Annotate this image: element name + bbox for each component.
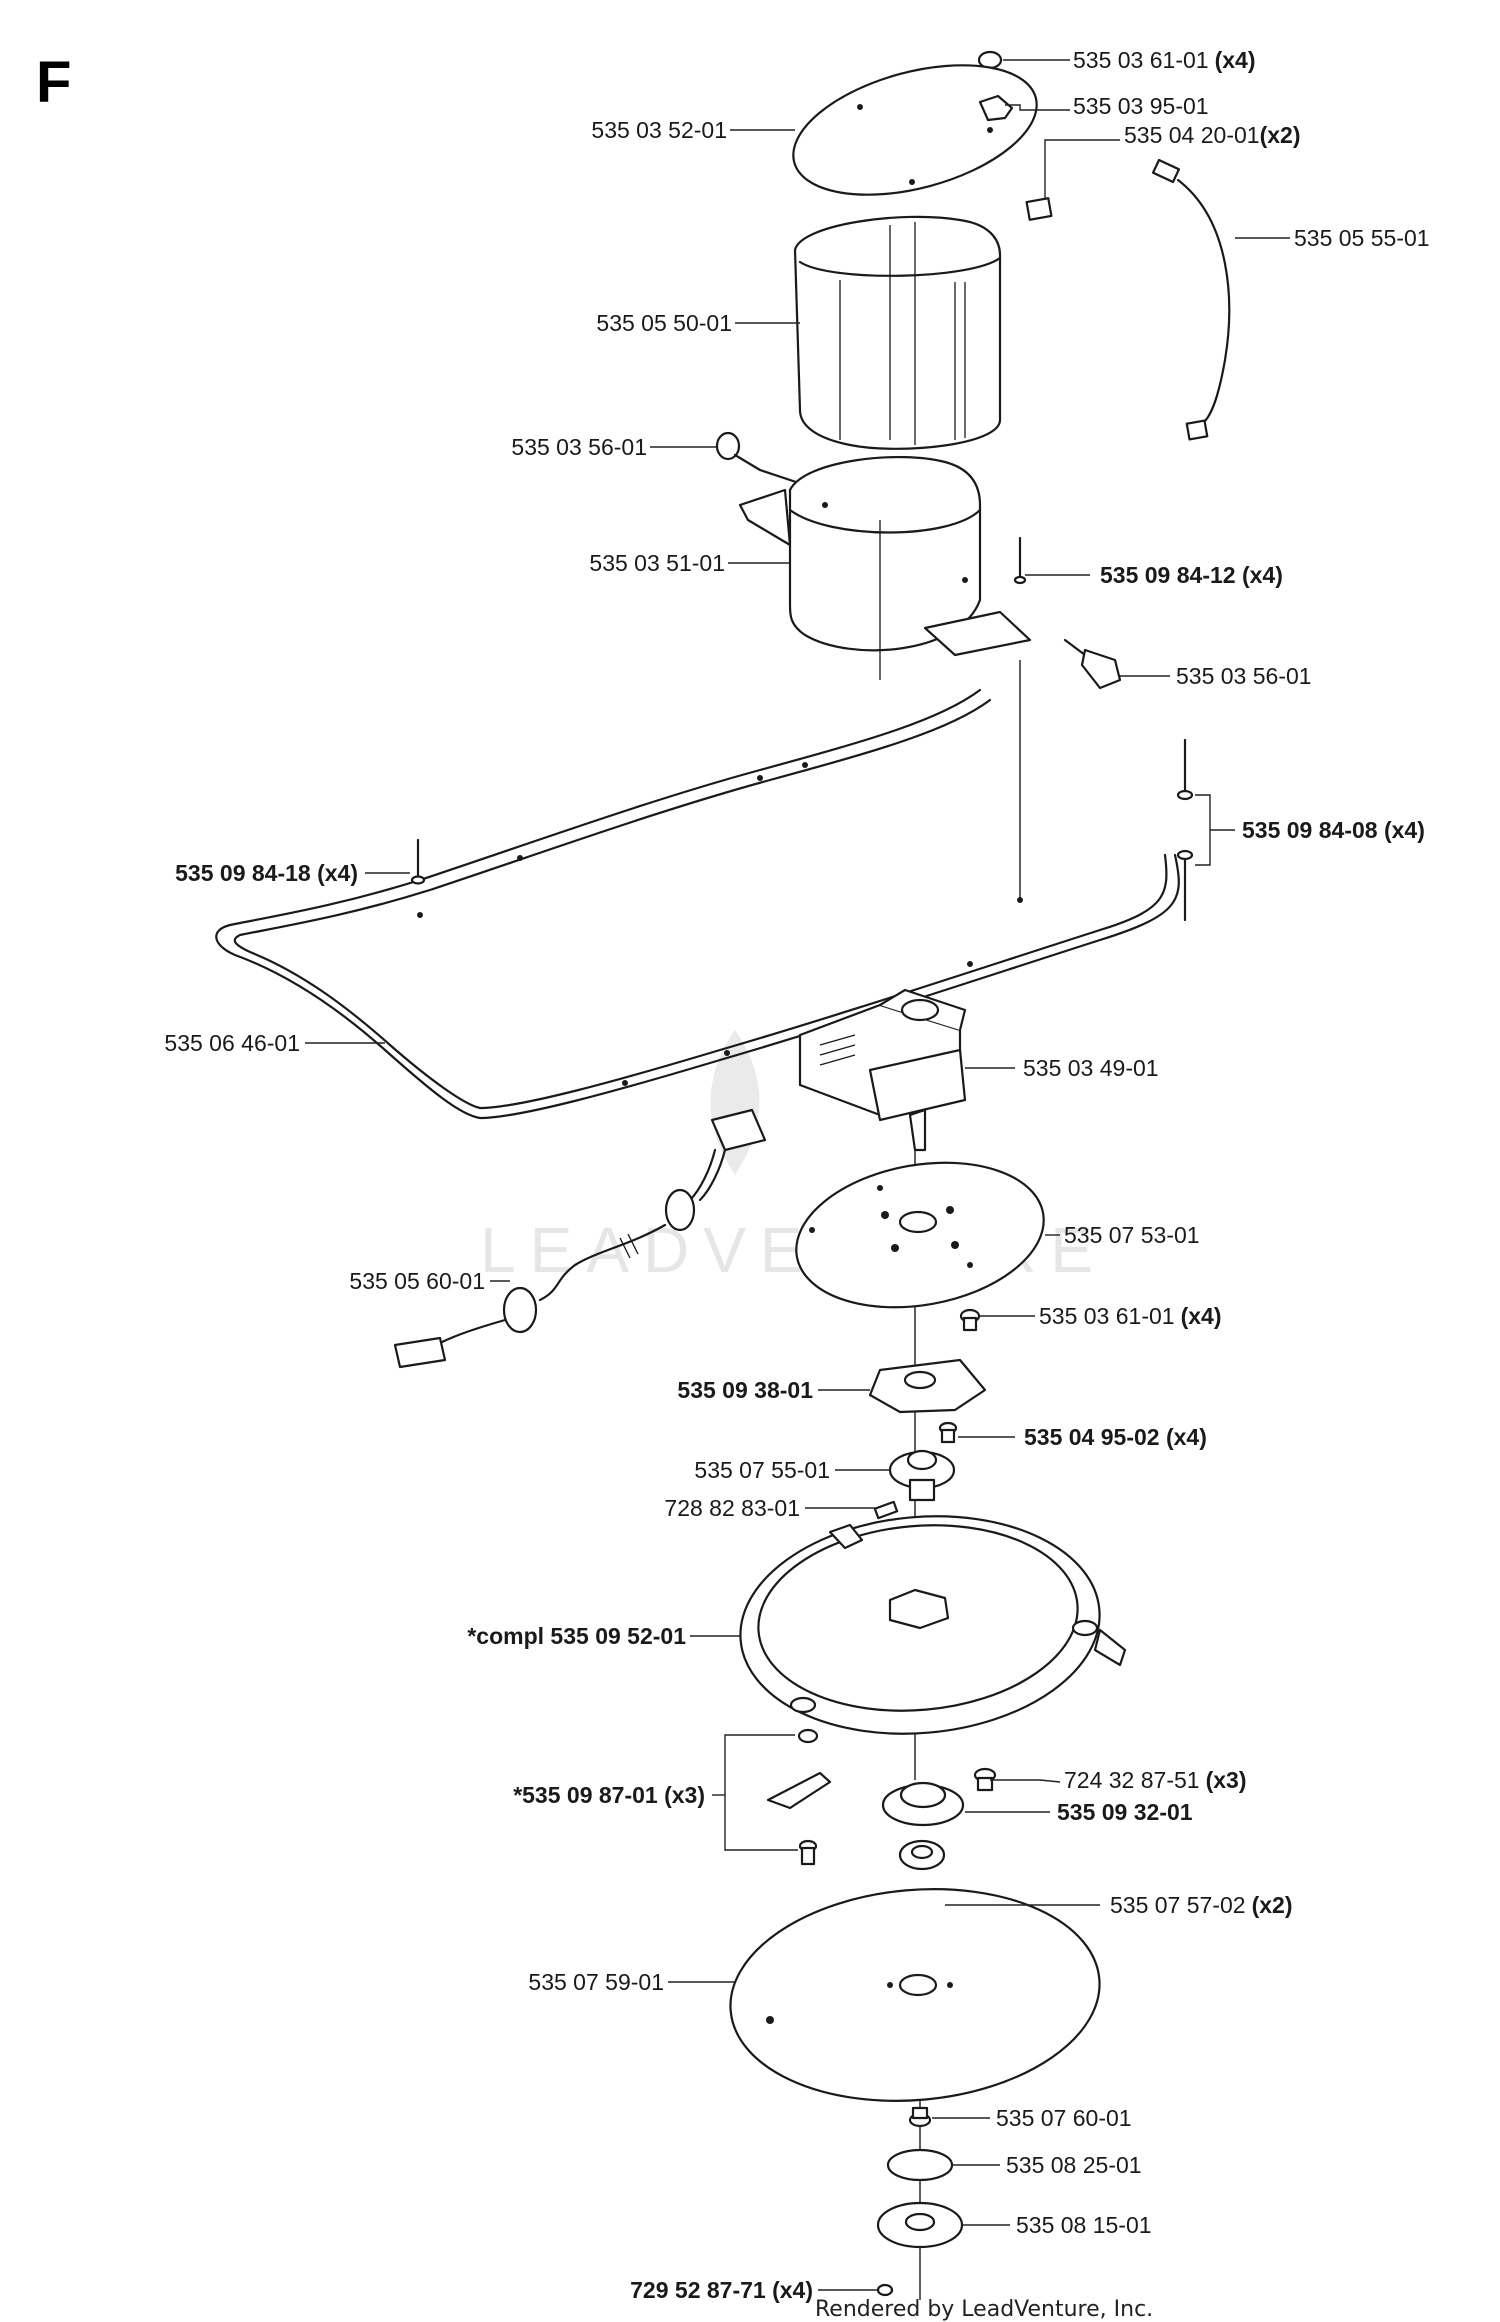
callout-c23: 724 32 87-51(x3) [1064,1767,1246,1793]
leader-lines [305,59,1290,2291]
section-letter: F [36,50,71,115]
callout-labels: 535 03 61-01(x4) 535 03 52-01 535 03 95-… [164,47,1429,2303]
footer-credit: Rendered by LeadVenture, Inc. [815,2297,1153,2322]
set-screw-part [873,1500,899,1520]
screw-disc-part [973,1767,997,1792]
square-nut-part [1025,197,1053,221]
callout-c16: 535 05 60-01 [349,1268,485,1294]
blade-disc-part [739,1515,1127,1735]
rivet-left-part [410,838,426,885]
screw-hub-part [938,1421,958,1444]
callout-c30: 535 08 15-01 [1016,2212,1152,2238]
hub-part [868,1358,987,1414]
bolt-left-part [715,431,807,487]
callout-c03: 535 03 95-01 [1073,93,1209,119]
mounting-plate-part [795,1161,1045,1309]
callout-c05: 535 05 55-01 [1294,225,1430,251]
cable-part [1151,158,1231,441]
callout-c06: 535 05 50-01 [596,310,732,336]
callout-c04: 535 04 20-01(x2) [1124,122,1300,148]
housing-part [793,215,1002,450]
callout-c13: 535 06 46-01 [164,1030,300,1056]
callout-c07: 535 03 56-01 [511,434,647,460]
callout-c25: 535 09 32-01 [1057,1799,1193,1825]
rivet-bracket-part [1013,536,1027,585]
callout-c18: 535 09 38-01 [677,1377,813,1403]
washer-part [886,2148,954,2182]
callout-c24: *535 09 87-01 (x3) [513,1782,705,1808]
loop-wire-part [215,688,1180,1120]
callout-c28: 535 07 60-01 [996,2105,1132,2131]
screw-cap-part [876,2283,894,2297]
callout-c11: 535 09 84-08 (x4) [1242,817,1425,843]
cable-harness-part [393,1108,767,1369]
cap-part [876,2201,964,2249]
callout-c26: 535 07 57-02(x2) [1110,1892,1292,1918]
callout-c12: 535 09 84-18 (x4) [175,860,358,886]
small-blade-part [766,1728,832,1866]
callout-c02: 535 03 52-01 [591,117,727,143]
callout-c27: 535 07 59-01 [528,1969,664,1995]
rivet-pair-part [1176,738,1194,922]
callout-c08: 535 03 51-01 [589,550,725,576]
callout-c19: 535 04 95-02 (x4) [1024,1424,1207,1450]
callout-c15: 535 07 53-01 [1064,1222,1200,1248]
screw-mid-part [959,1308,981,1332]
bolt-bottom-part [908,2106,932,2128]
guard-disc-part [729,1888,1101,2102]
callout-c20: 535 07 55-01 [694,1457,830,1483]
callout-c31: 729 52 87-71 (x4) [630,2277,813,2303]
callout-c10: 535 03 56-01 [1176,663,1312,689]
motor-part [798,988,967,1152]
bolt-right-part [1063,638,1122,690]
coupling-part [888,1449,956,1502]
cover-plate-part [792,64,1038,196]
callout-c29: 535 08 25-01 [1006,2152,1142,2178]
callout-c01: 535 03 61-01(x4) [1073,47,1255,73]
callout-c09: 535 09 84-12 (x4) [1100,562,1283,588]
callout-c14: 535 03 49-01 [1023,1055,1159,1081]
callout-c17: 535 03 61-01(x4) [1039,1303,1221,1329]
bracket-part [738,455,1032,680]
callout-c21: 728 82 83-01 [664,1495,800,1521]
callout-c22: *compl 535 09 52-01 [467,1623,686,1649]
bearing-house-part [881,1781,965,1827]
